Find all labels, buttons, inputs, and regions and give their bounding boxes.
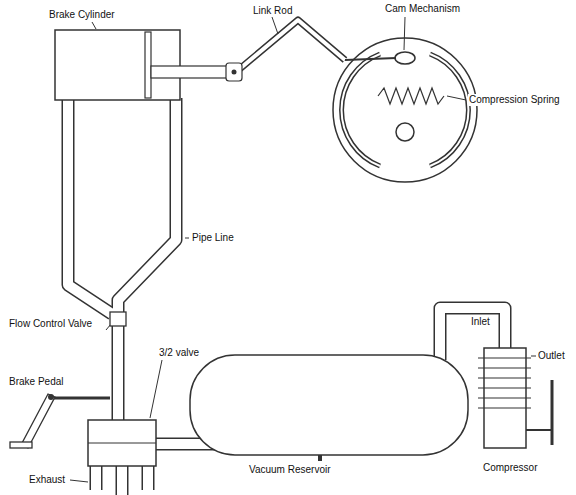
part-label: Link Rod xyxy=(252,5,293,17)
part-label: Exhaust xyxy=(28,474,66,486)
part-label: Flow Control Valve xyxy=(8,318,93,330)
part-label: Compression Spring xyxy=(468,94,561,106)
part-label: Cam Mechanism xyxy=(384,3,461,15)
part-label: Outlet xyxy=(537,350,566,362)
part-label: 3/2 valve xyxy=(158,347,200,359)
part-label: Vacuum Reservoir xyxy=(248,464,332,476)
part-label: Inlet xyxy=(470,316,491,328)
part-label: Brake Cylinder xyxy=(48,9,116,21)
part-label: Brake Pedal xyxy=(8,376,64,388)
part-label: Compressor xyxy=(482,462,538,474)
part-label: Pipe Line xyxy=(191,232,235,244)
